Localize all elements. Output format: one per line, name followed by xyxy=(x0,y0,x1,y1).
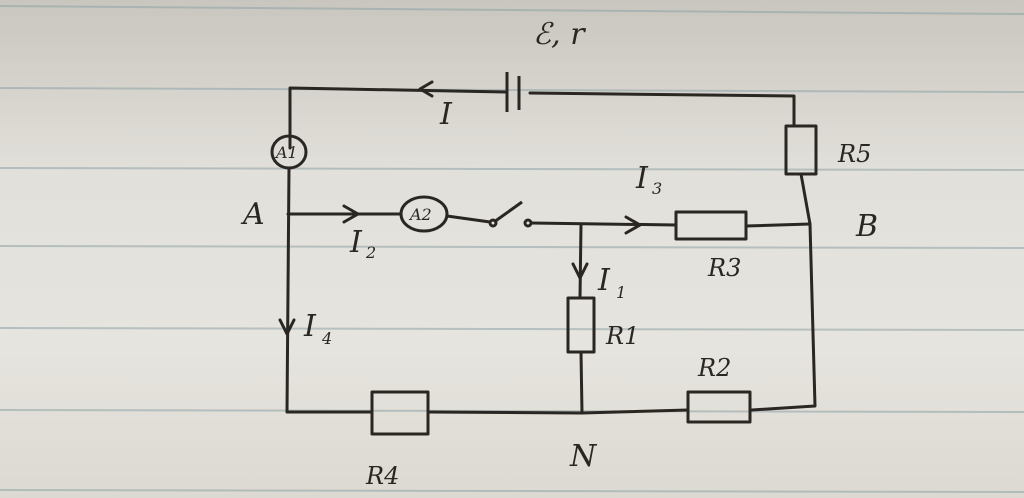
wire-junction-to-r1 xyxy=(578,222,583,300)
svg-text:I: I xyxy=(349,225,363,260)
resistor-r2-label: R2 xyxy=(697,354,731,382)
ammeter-a2-label: A2 xyxy=(408,205,432,224)
resistor-r1 xyxy=(566,296,596,354)
node-a-label: A xyxy=(240,197,265,232)
current-label-4: I 4 xyxy=(303,309,332,348)
wire-a2-to-switch xyxy=(445,214,492,224)
wire-switch-to-r3 xyxy=(529,221,678,227)
current-arrow-3 xyxy=(624,215,642,235)
current-label-2: I 2 xyxy=(349,225,376,262)
svg-text:2: 2 xyxy=(365,243,376,262)
ruled-line xyxy=(0,5,1024,15)
svg-text:4: 4 xyxy=(321,329,332,348)
svg-text:I: I xyxy=(303,309,317,344)
svg-text:I: I xyxy=(597,263,611,298)
current-label-3: I 3 xyxy=(635,161,662,198)
resistor-r3 xyxy=(674,210,748,241)
current-label-main: I xyxy=(439,97,453,132)
left-branch: A1 I 4 A xyxy=(240,134,374,414)
ammeter-a1-label: A1 xyxy=(274,143,298,162)
node-b-label: B xyxy=(855,209,878,244)
current-arrow-1 xyxy=(571,262,589,280)
top-branch: ℰ, r I xyxy=(288,17,796,150)
resistor-r4 xyxy=(370,390,430,436)
resistor-r5 xyxy=(784,124,818,176)
ruled-line xyxy=(0,489,1024,493)
current-arrow-main xyxy=(418,80,434,98)
ruled-line xyxy=(0,87,1024,93)
right-branch: R5 xyxy=(750,124,871,412)
ruled-line xyxy=(0,327,1024,331)
battery-symbol xyxy=(505,72,521,112)
middle-branch: I 2 A2 I 3 R3 B xyxy=(286,161,878,282)
wire-r4-to-n xyxy=(426,410,584,415)
resistor-r4-label: R4 xyxy=(365,462,399,490)
ruled-lines xyxy=(0,5,1024,493)
resistor-r2 xyxy=(686,390,752,424)
wire-n-to-r2 xyxy=(580,408,690,415)
node-n-label: N xyxy=(569,439,598,474)
current-label-1: I 1 xyxy=(597,263,626,302)
current-arrow-4 xyxy=(278,318,296,336)
svg-text:I: I xyxy=(635,161,649,196)
svg-text:1: 1 xyxy=(616,283,626,302)
ruled-line xyxy=(0,409,1024,413)
wire-top-right xyxy=(528,91,796,128)
r1-branch: I 1 R1 xyxy=(566,222,639,415)
switch-symbol xyxy=(488,200,533,228)
emf-label: ℰ, r xyxy=(533,17,586,52)
wire-r1-to-n xyxy=(579,350,584,415)
ammeter-a2 xyxy=(399,195,449,233)
wire-top-left xyxy=(288,86,508,150)
wire-r3-to-b xyxy=(744,222,812,228)
ruled-line xyxy=(0,245,1024,249)
resistor-r1-label: R1 xyxy=(605,322,639,350)
ruled-line xyxy=(0,167,1024,171)
wire-r5-to-bottom xyxy=(750,172,817,412)
resistor-r3-label: R3 xyxy=(707,254,741,282)
resistor-r5-label: R5 xyxy=(837,140,871,168)
svg-text:3: 3 xyxy=(652,179,662,198)
current-arrow-2 xyxy=(342,204,360,224)
wire-left xyxy=(285,166,374,414)
bottom-branch: R4 R2 N xyxy=(365,354,752,490)
